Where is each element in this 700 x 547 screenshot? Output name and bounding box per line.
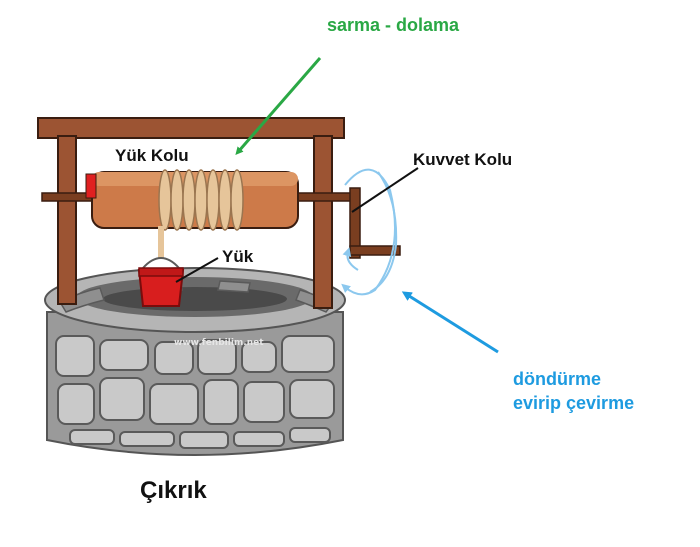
rotation-arrow	[401, 291, 499, 354]
load-label: Yük	[222, 247, 254, 266]
bucket	[137, 257, 185, 307]
stone-well	[44, 267, 346, 456]
load-arm-marker	[85, 173, 97, 199]
rotation-label-line2: evirip çevirme	[513, 393, 635, 413]
load-pointer	[175, 257, 219, 283]
watermark: www.fenbilim.net	[174, 338, 264, 348]
diagram-title: Çıkrık	[140, 477, 207, 504]
wooden-frame	[37, 117, 345, 309]
rope	[158, 169, 244, 258]
rotation-label-line1: döndürme	[513, 369, 601, 389]
load-arm-label: Yük Kolu	[115, 146, 189, 165]
winding-label: sarma - dolama	[327, 15, 460, 35]
winding-arrow	[235, 57, 322, 156]
force-arm-label: Kuvvet Kolu	[413, 150, 513, 169]
force-arm-pointer	[351, 167, 419, 213]
